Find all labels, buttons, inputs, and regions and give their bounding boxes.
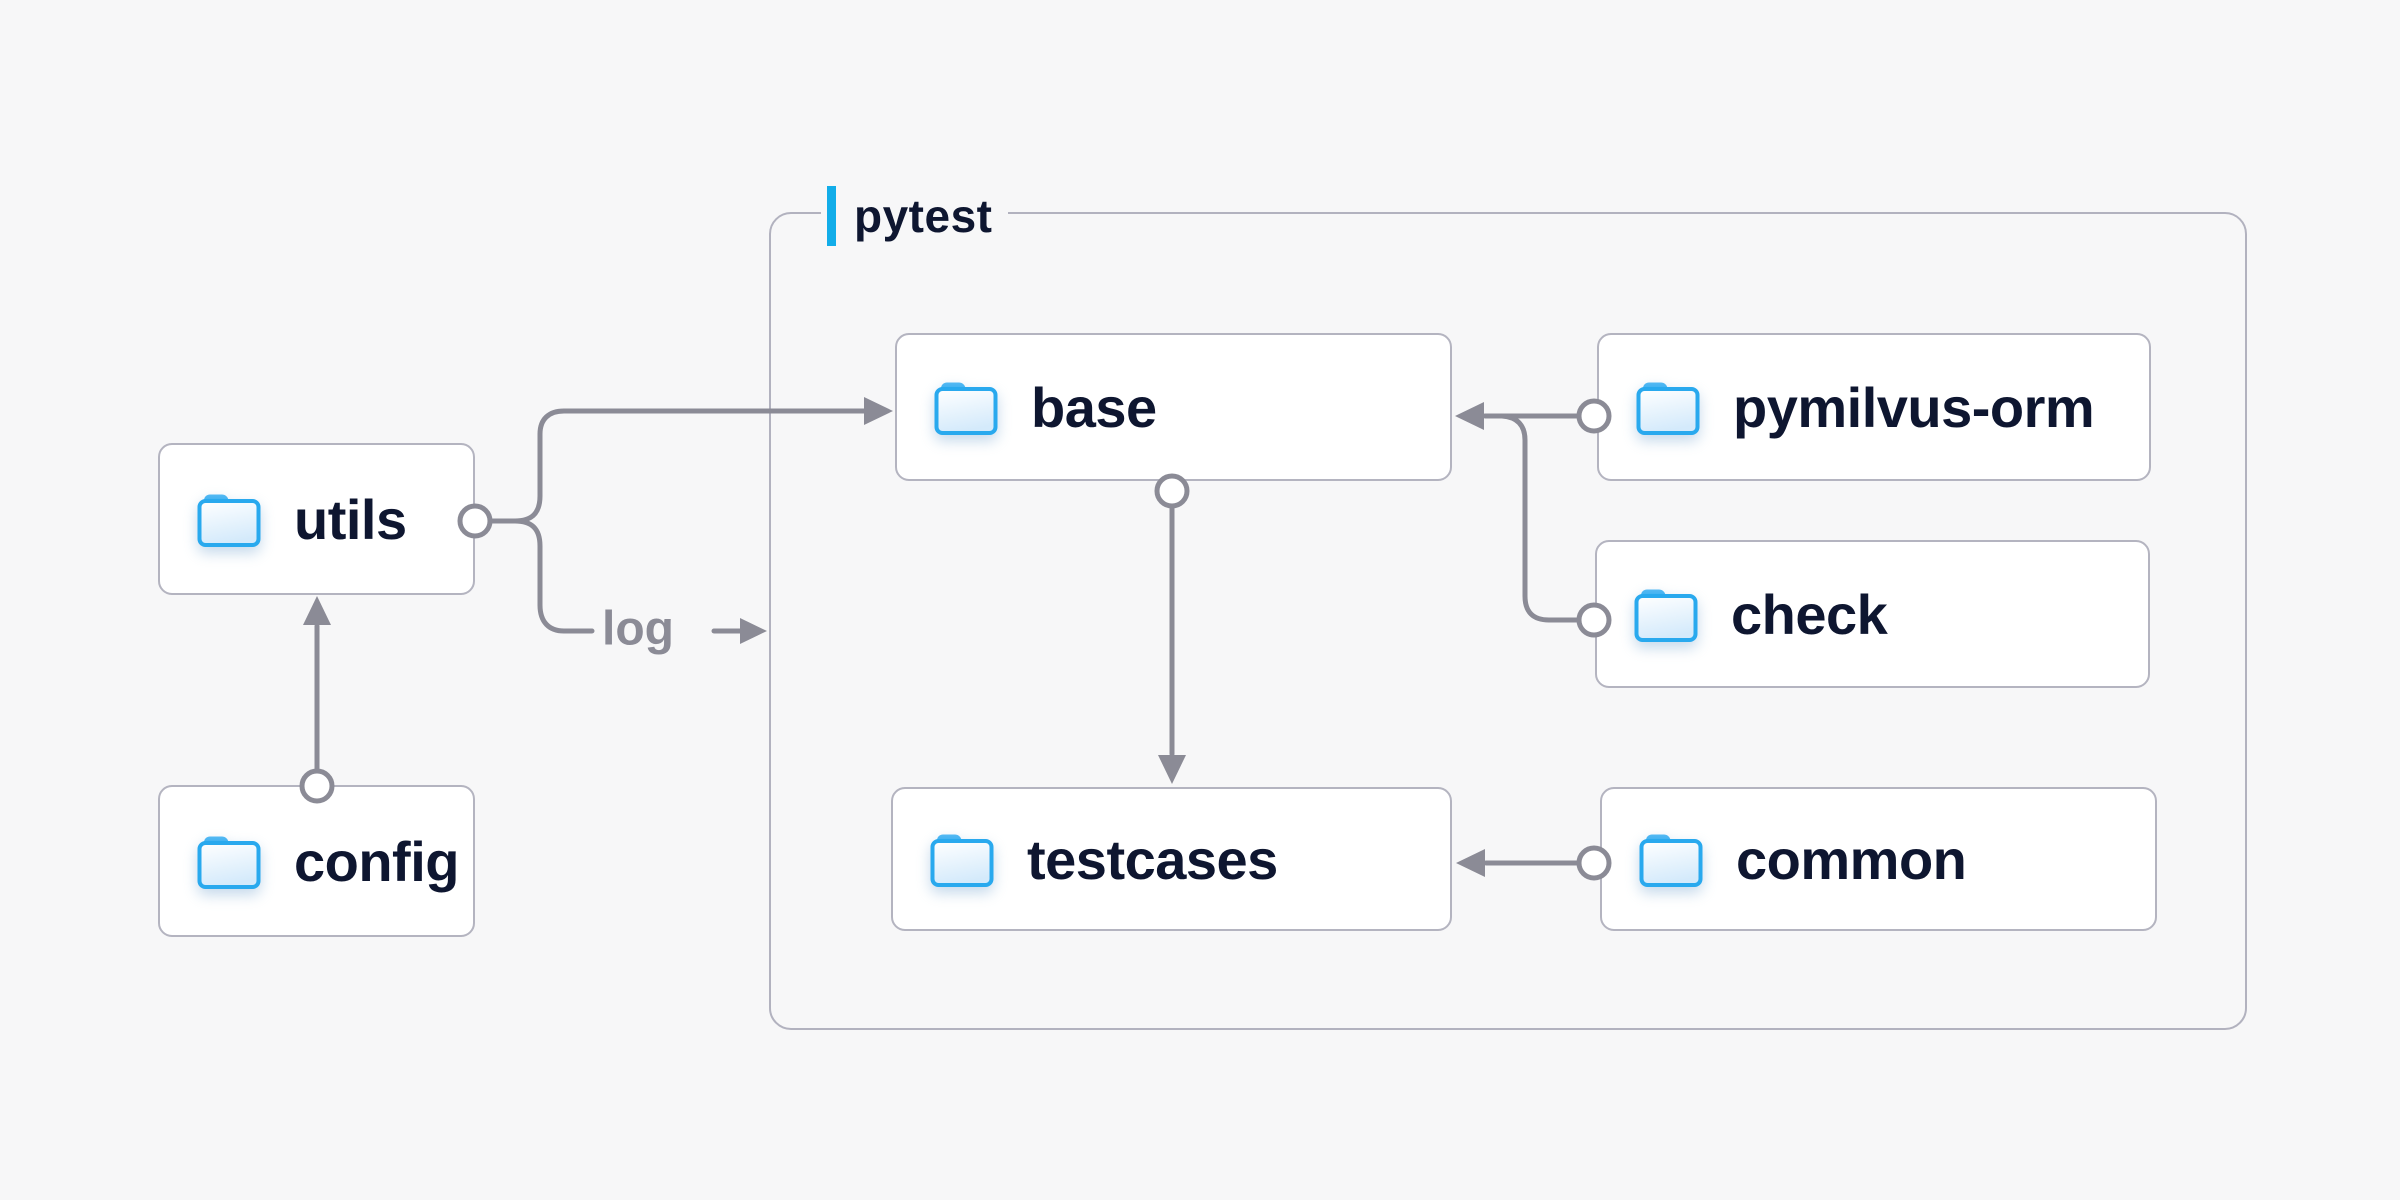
node-check-label: check xyxy=(1731,582,1888,646)
node-common: common xyxy=(1600,787,2157,931)
node-base: base xyxy=(895,333,1452,481)
node-config-label: config xyxy=(294,829,459,893)
folder-icon xyxy=(1635,378,1701,436)
edge-label-log: log xyxy=(602,602,674,656)
folder-icon xyxy=(196,490,262,548)
pytest-group-label: pytest xyxy=(821,186,1009,246)
node-check: check xyxy=(1595,540,2150,688)
arrowhead-config-utils xyxy=(303,596,331,625)
node-base-label: base xyxy=(1031,375,1157,439)
node-utils: utils xyxy=(158,443,475,595)
pytest-group-label-text: pytest xyxy=(854,190,993,242)
pytest-group: pytest xyxy=(769,186,2247,1030)
node-utils-label: utils xyxy=(294,487,407,551)
accent-bar xyxy=(827,186,836,246)
folder-icon xyxy=(929,830,995,888)
node-testcases: testcases xyxy=(891,787,1452,931)
node-testcases-label: testcases xyxy=(1027,827,1278,891)
node-pymilvus-orm: pymilvus-orm xyxy=(1597,333,2151,481)
folder-icon xyxy=(196,832,262,890)
folder-icon xyxy=(933,378,999,436)
folder-icon xyxy=(1638,830,1704,888)
node-pymilvus-orm-label: pymilvus-orm xyxy=(1733,375,2095,439)
node-config: config xyxy=(158,785,475,937)
node-common-label: common xyxy=(1736,827,1967,891)
connector-utils-log xyxy=(512,518,595,634)
arrowhead-log-group xyxy=(740,618,767,644)
folder-icon xyxy=(1633,585,1699,643)
